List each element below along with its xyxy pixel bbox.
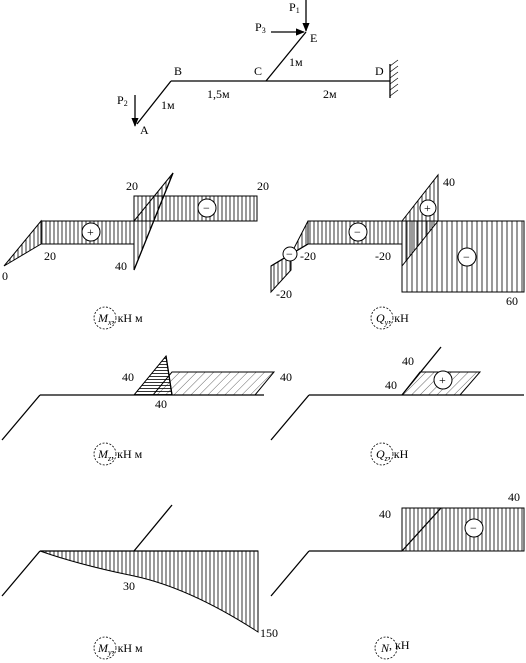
qy-value-60: 60 <box>506 294 518 308</box>
n-region-cd <box>401 507 525 552</box>
caption-circle-icon <box>93 442 117 466</box>
caption-circle-icon <box>93 636 117 660</box>
n-value-40-left: 40 <box>379 507 391 521</box>
point-A-label: A <box>140 123 149 137</box>
sign-circle-icon <box>419 199 437 217</box>
qz-axis-ab <box>270 394 310 441</box>
my-region-bd <box>39 550 259 633</box>
qy-value-m20-mid: -20 <box>375 249 391 263</box>
qy-sign-minus-cd: − <box>463 250 470 264</box>
my-axis-ce <box>133 504 173 552</box>
mx-region-cd <box>133 195 258 222</box>
diagram-N: − 40 40 N, кН <box>270 490 525 660</box>
sign-circle-icon <box>433 370 453 390</box>
diagram-Qy: + − − − 40 -20 -20 -20 60 Qy, кН <box>270 173 525 330</box>
my-axis-ab <box>1 550 41 597</box>
mx-region-ab <box>3 219 42 267</box>
qz-value-40-bottom: 40 <box>385 378 397 392</box>
point-E-label: E <box>310 31 317 45</box>
load-P3-label: P3 <box>255 20 266 35</box>
mx-caption: Mx, кН м <box>97 311 143 327</box>
qz-sign-plus: + <box>439 373 446 387</box>
dim-CE-label: 1м <box>289 55 303 69</box>
qy-region-ce <box>401 173 439 268</box>
mx-sign-left: + <box>87 225 94 239</box>
structure-scheme: P1 P3 P2 E B C D A 1м 1м 1,5м 2м <box>117 0 399 137</box>
caption-circle-icon <box>374 636 398 660</box>
qz-region-ce <box>401 346 442 396</box>
n-caption: N, кН <box>380 638 410 655</box>
mx-value-20-top: 20 <box>126 179 138 193</box>
sign-circle-icon <box>197 198 217 218</box>
qy-value-m20-left: -20 <box>300 249 316 263</box>
diagram-Qz: + 40 40 Qz, кН <box>270 346 524 466</box>
qy-value-m20-bottom: -20 <box>276 287 292 301</box>
qy-sign-plus: + <box>424 201 431 215</box>
qz-caption: Qz, кН <box>376 447 409 463</box>
point-B-label: B <box>174 64 182 78</box>
mz-axis-ab <box>1 394 41 441</box>
load-P1-label: P1 <box>289 0 300 15</box>
my-value-150: 150 <box>260 626 278 640</box>
dim-AB-label: 1м <box>161 98 175 112</box>
sign-circle-icon <box>457 247 477 267</box>
mx-value-20-right: 20 <box>257 179 269 193</box>
n-sign-minus: − <box>470 521 477 535</box>
caption-circle-icon <box>93 306 117 330</box>
member-AB <box>136 80 172 125</box>
qy-value-40: 40 <box>443 175 455 189</box>
n-region-ce <box>401 507 442 552</box>
my-caption: My, кН м <box>97 641 143 657</box>
member-CE <box>265 31 307 82</box>
point-D-label: D <box>375 64 384 78</box>
dim-BC-label: 1,5м <box>207 87 230 101</box>
sign-circle-icon <box>348 222 368 242</box>
mx-value-40: 40 <box>115 259 127 273</box>
n-axis-ab <box>270 550 310 597</box>
sign-circle-icon <box>282 246 298 262</box>
mz-value-40-bottom: 40 <box>155 397 167 411</box>
fixed-support-icon <box>389 59 399 98</box>
my-value-30: 30 <box>123 579 135 593</box>
dim-CD-label: 2м <box>323 87 337 101</box>
n-value-40-right: 40 <box>508 490 520 504</box>
sign-circle-icon <box>464 518 484 538</box>
mz-caption: Mz, кН м <box>97 447 143 463</box>
mz-value-40-left: 40 <box>122 370 134 384</box>
point-C-label: C <box>254 64 262 78</box>
mx-value-20-left: 20 <box>44 249 56 263</box>
diagram-My: 30 150 My, кН м <box>1 504 278 660</box>
diagram-Mx: + − 0 20 40 20 20 Mx, кН м <box>2 172 269 330</box>
load-P2-label: P2 <box>117 93 128 108</box>
qy-caption: Qy, кН <box>376 311 409 327</box>
qz-value-40-top: 40 <box>402 354 414 368</box>
mx-sign-right: − <box>203 201 210 215</box>
qy-sign-minus-bc: − <box>354 225 361 239</box>
sign-circle-icon <box>81 222 101 242</box>
mx-value-0: 0 <box>2 269 8 283</box>
caption-circle-icon <box>370 306 394 330</box>
qy-sign-minus-ab: − <box>286 247 293 261</box>
mz-value-40-right: 40 <box>280 370 292 384</box>
caption-circle-icon <box>370 442 394 466</box>
diagram-Mz: 40 40 40 Mz, кН м <box>1 354 292 466</box>
